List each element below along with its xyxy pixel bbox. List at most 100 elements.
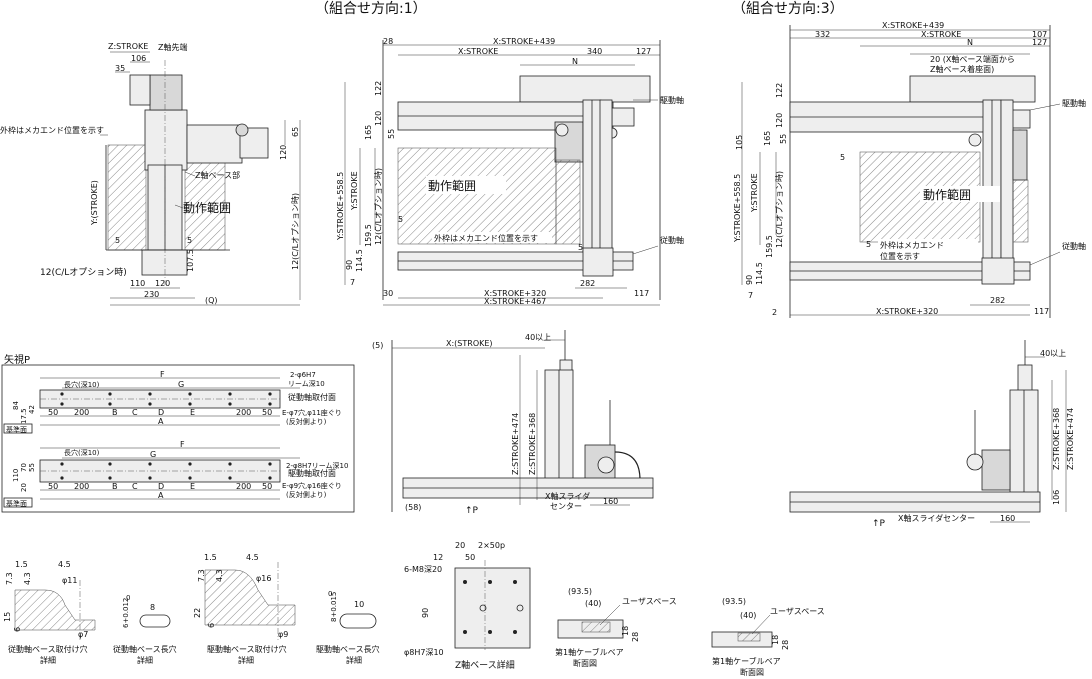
side-motion-hatch-left bbox=[107, 144, 147, 251]
arrow-p-upper-holes: E-φ7穴,φ11座ぐり bbox=[282, 408, 342, 417]
front1-dim-58: (58) bbox=[405, 503, 421, 512]
side-dim-5a: 5 bbox=[115, 236, 120, 245]
side-motion-hatch-right bbox=[184, 159, 226, 251]
dir1-dim-x320: X:STROKE+320 bbox=[484, 289, 546, 298]
d2-title-1: 駆動軸ベース取付け穴 bbox=[207, 644, 287, 654]
arrow-p-upper-17-5: 17.5 bbox=[20, 408, 28, 424]
dir1-title: （組合せ方向:1） bbox=[315, 1, 427, 17]
d2-phi16: φ16 bbox=[256, 574, 271, 583]
dir1-dim-90: 90 bbox=[345, 260, 354, 270]
d2-1-5: 1.5 bbox=[204, 553, 217, 562]
d0-4-3: 4.3 bbox=[23, 572, 32, 585]
arrow-p-lower-110: 110 bbox=[12, 469, 20, 482]
dir1-dim-340: 340 bbox=[587, 47, 602, 56]
side-dim-ystroke: Y:(STROKE) bbox=[90, 180, 99, 226]
side-dim-zstroke: Z:STROKE bbox=[108, 42, 148, 51]
d1-title-1: 従動軸ベース長穴 bbox=[113, 644, 177, 654]
dir1-dim-xstroke439: X:STROKE+439 bbox=[493, 37, 555, 46]
side-dim-110: 110 bbox=[130, 279, 145, 288]
dir3-frame-note-1: 外枠はメカエンド bbox=[880, 240, 944, 250]
front1-dim-z368: Z:STROKE+368 bbox=[528, 413, 537, 475]
detail-z-base: 20 2×50p 12 50 6-M8深20 90 φ8H7深10 Z軸ベース詳… bbox=[404, 541, 531, 671]
dir1-dim-5a: 5 bbox=[398, 215, 403, 224]
dir1-drive-axis-motor bbox=[519, 75, 651, 103]
arrow-p-upper-ream: リーム深10 bbox=[288, 379, 325, 388]
arrow-p-driven-face: 従動軸取付面 bbox=[288, 392, 336, 402]
dir1-frame-note: 外枠はメカエンド位置を示す bbox=[434, 233, 538, 243]
side-z-base-label: Z軸ベース部 bbox=[195, 170, 240, 180]
d5-user-space: ユーザスペース bbox=[622, 597, 677, 606]
dir3-dim-5b: 5 bbox=[866, 240, 871, 249]
arrow-view-p: 矢視P F G 長穴(深10) 2-φ6H7 リーム深10 84 17.5 42… bbox=[1, 353, 355, 513]
dir1-plan-view: 28 X:STROKE+439 X:STROKE 340 127 N 駆動軸 動… bbox=[336, 37, 684, 306]
d4-title: Z軸ベース詳細 bbox=[455, 659, 515, 671]
d4-50: 50 bbox=[465, 553, 475, 562]
front1-center-label: センター bbox=[550, 502, 582, 511]
detail-cable-bear-1: (93.5) (40) 18 28 ユーザスペース 第1軸ケーブルベア 断面図 bbox=[555, 587, 677, 668]
dir1-dim-30: 30 bbox=[383, 289, 393, 298]
dir3-plan-view: X:STROKE+439 332 X:STROKE 107 127 N 20 (… bbox=[733, 21, 1086, 318]
detail-drive-mount-hole: 1.5 4.5 7.3 4.3 φ16 22 6 φ9 駆動軸ベース取付け穴 詳… bbox=[193, 553, 296, 665]
arrow-p-lower-55: 55 bbox=[28, 463, 36, 472]
dir3-dim-ystroke: Y:STROKE bbox=[750, 173, 759, 213]
d0-title-2: 詳細 bbox=[40, 655, 56, 665]
front3-dim-106: 106 bbox=[1052, 490, 1061, 505]
front1-dim-40: 40以上 bbox=[525, 333, 551, 342]
dir3-dim-117: 117 bbox=[1034, 307, 1049, 316]
dir3-dim-122: 122 bbox=[775, 83, 784, 98]
d4-m8: 6-M8深20 bbox=[404, 565, 442, 574]
d6-title-1: 第1軸ケーブルベア bbox=[712, 656, 781, 666]
dir1-motion-range-label: 動作範囲 bbox=[428, 178, 476, 193]
arrow-p-lower-pin: 2-φ8H7リーム深10 bbox=[286, 461, 348, 470]
dir3-dim-165: 165 bbox=[763, 131, 772, 146]
d4-20: 20 bbox=[455, 541, 465, 550]
arrow-p-upper-slot: 長穴(深10) bbox=[64, 380, 100, 389]
detail-cable-bear-2: (93.5) (40) 18 28 ユーザスペース 第1軸ケーブルベア 断面図 bbox=[711, 597, 825, 677]
d3-title-2: 詳細 bbox=[346, 655, 362, 665]
arrow-p-upper-g: G bbox=[178, 380, 184, 389]
front3-arrow-p: ↑P bbox=[872, 519, 886, 529]
dir1-dim-122: 122 bbox=[374, 81, 383, 96]
dir3-dim-y558: Y:STROKE+558.5 bbox=[733, 174, 742, 243]
d0-7-3: 7.3 bbox=[5, 572, 14, 585]
arrow-p-lower-f: F bbox=[180, 440, 185, 449]
d5-28: 28 bbox=[631, 632, 640, 642]
dir3-dim-105: 105 bbox=[735, 135, 744, 150]
dir1-dim-cl: 12(C/Lオプション時) bbox=[374, 168, 383, 245]
side-dim-cl-bottom: 12(C/Lオプション時) bbox=[40, 267, 127, 278]
arrow-p-lower-slot: 長穴(深10) bbox=[64, 448, 100, 457]
arrow-p-lower-opposite: (反対側より) bbox=[286, 490, 327, 499]
arrow-p-upper-ref: 基準面 bbox=[6, 425, 27, 434]
dir1-dim-165: 165 bbox=[364, 125, 373, 140]
front3-dim-40: 40以上 bbox=[1040, 349, 1066, 358]
side-view: Z:STROKE Z軸先端 106 35 外枠はメカエンド位置を示す Y:(ST… bbox=[0, 42, 301, 306]
dir1-dim-55: 55 bbox=[387, 129, 396, 139]
d0-phi7: φ7 bbox=[78, 630, 88, 639]
d4-2x50p: 2×50p bbox=[478, 541, 505, 550]
d2-title-2: 詳細 bbox=[238, 655, 254, 665]
dir3-driven-axis-label: 従動軸 bbox=[1062, 241, 1086, 251]
dir3-front-view: 40以上 Z:STROKE+368 Z:STROKE+474 106 160 X… bbox=[789, 340, 1075, 529]
dir3-dim-xstroke: X:STROKE bbox=[921, 30, 961, 39]
dir3-dim-55: 55 bbox=[779, 134, 788, 144]
arrow-p-upper-50b: 50 bbox=[262, 408, 272, 417]
side-motion-range-label: 動作範囲 bbox=[183, 200, 231, 215]
arrow-p-upper-200a: 200 bbox=[74, 408, 89, 417]
front3-dim-z368: Z:STROKE+368 bbox=[1052, 408, 1061, 470]
arrow-p-upper-42: 42 bbox=[28, 405, 36, 414]
arrow-p-drive-face: 駆動軸取付面 bbox=[288, 468, 336, 478]
d0-1-5: 1.5 bbox=[15, 560, 28, 569]
d1-6: 6+0.012 bbox=[122, 598, 130, 628]
detail-drive-slot: 8+0.015 0 10 駆動軸ベース長穴 詳細 bbox=[316, 590, 380, 665]
d0-phi11: φ11 bbox=[62, 576, 77, 585]
arrow-p-lower-d: D bbox=[158, 482, 164, 491]
arrow-p-upper-c: C bbox=[132, 408, 138, 417]
arrow-p-lower-70: 70 bbox=[20, 463, 28, 472]
d3-8: 8+0.015 bbox=[330, 592, 338, 622]
dir1-dim-159: 159.5 bbox=[364, 224, 373, 247]
arrow-p-lower-200a: 200 bbox=[74, 482, 89, 491]
dir1-dim-xstroke: X:STROKE bbox=[458, 47, 498, 56]
d4-90: 90 bbox=[421, 608, 430, 618]
dir3-motion-range-label: 動作範囲 bbox=[923, 187, 971, 202]
